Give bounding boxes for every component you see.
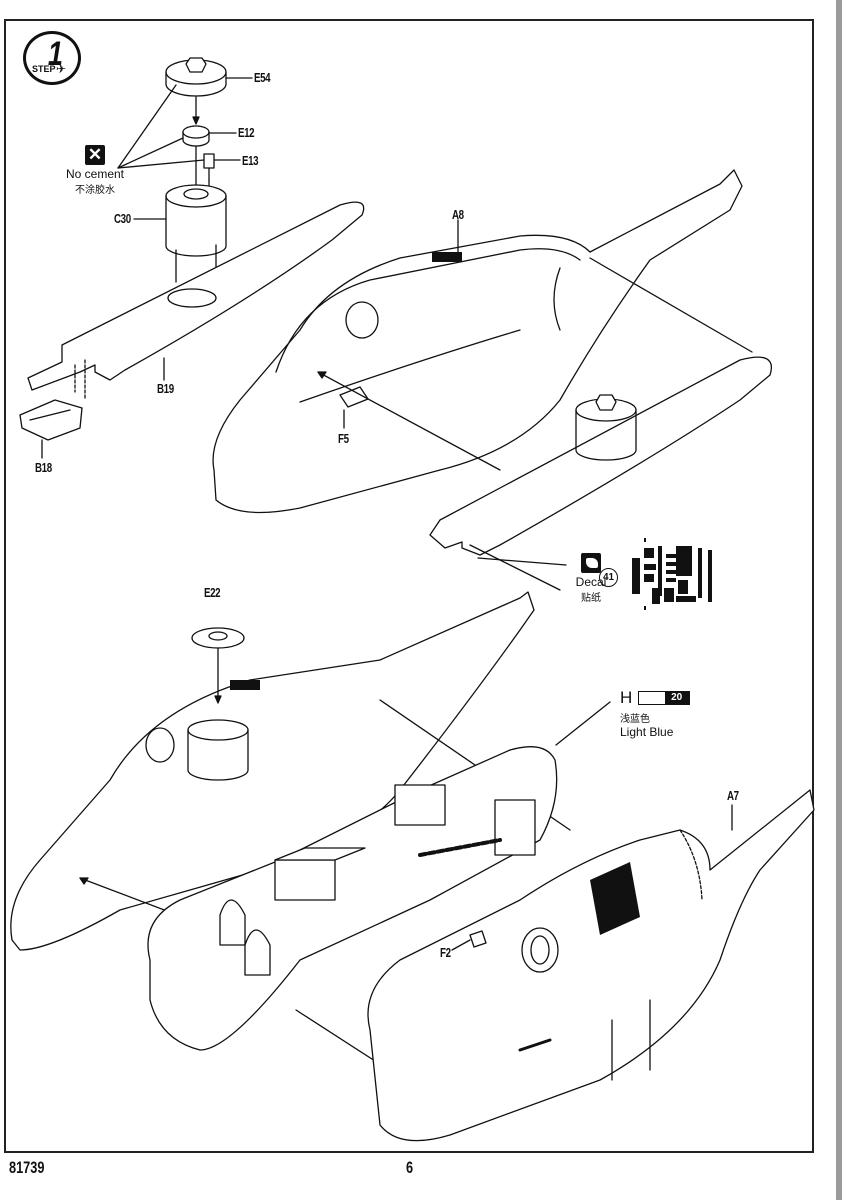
part-label-c30: C30 [114, 211, 131, 226]
paint-callout: H 20 浅蓝色 Light Blue [620, 688, 690, 739]
page-edge-bar [836, 0, 842, 1200]
part-label-e13: E13 [242, 153, 259, 168]
x-box-icon: ✕ [85, 145, 105, 165]
decal-sheet-drawing [632, 538, 712, 610]
step-number: 1 [47, 35, 64, 73]
part-label-b18: B18 [35, 460, 52, 475]
part-label-e54: E54 [254, 70, 271, 85]
part-label-a7: A7 [727, 788, 739, 803]
part-a7-drawing [367, 789, 815, 1142]
aircraft-icon: ✈ [56, 62, 67, 76]
decal-icon [581, 553, 601, 573]
part-label-e22: E22 [204, 585, 221, 600]
part-e54-drawing [165, 57, 253, 97]
part-a8-drawing [212, 169, 743, 514]
part-label-f2: F2 [440, 945, 451, 960]
part-label-b19: B19 [157, 381, 174, 396]
part-label-e12: E12 [238, 125, 255, 140]
decal-label-cn: 贴纸 [581, 593, 601, 604]
no-cement-label: No cement [65, 167, 125, 181]
step-badge: 1 STEP ✈ [23, 31, 81, 85]
paint-brand-letter: H [620, 688, 633, 707]
part-c30-drawing [133, 184, 227, 299]
paint-code: 20 [664, 692, 689, 704]
no-cement-note: ✕ No cement 不涂胶水 [50, 145, 140, 196]
part-label-f5: F5 [338, 431, 349, 446]
fuselage-assembly-drawing [10, 591, 535, 951]
page-number: 6 [406, 1158, 414, 1177]
part-e12-drawing [182, 125, 237, 147]
part-e13-drawing [203, 153, 241, 181]
part-b19-installed-drawing [429, 356, 772, 556]
kit-number: 81739 [9, 1158, 45, 1177]
part-b18-drawing [19, 399, 83, 459]
decal-label: Decal [575, 575, 607, 589]
step-label: STEP [32, 64, 56, 74]
cabin-interior-drawing [147, 746, 558, 1051]
part-b19-drawing [27, 201, 365, 401]
decal-number: 41 [599, 568, 618, 587]
no-cement-label-cn: 不涂胶水 [75, 185, 115, 196]
part-label-a8: A8 [452, 207, 464, 222]
paint-swatch: 20 [637, 691, 690, 705]
paint-label-cn: 浅蓝色 [620, 714, 650, 725]
page-frame [4, 19, 814, 1153]
paint-label-en: Light Blue [620, 725, 674, 739]
decal-note: Decal 贴纸 [566, 553, 616, 604]
